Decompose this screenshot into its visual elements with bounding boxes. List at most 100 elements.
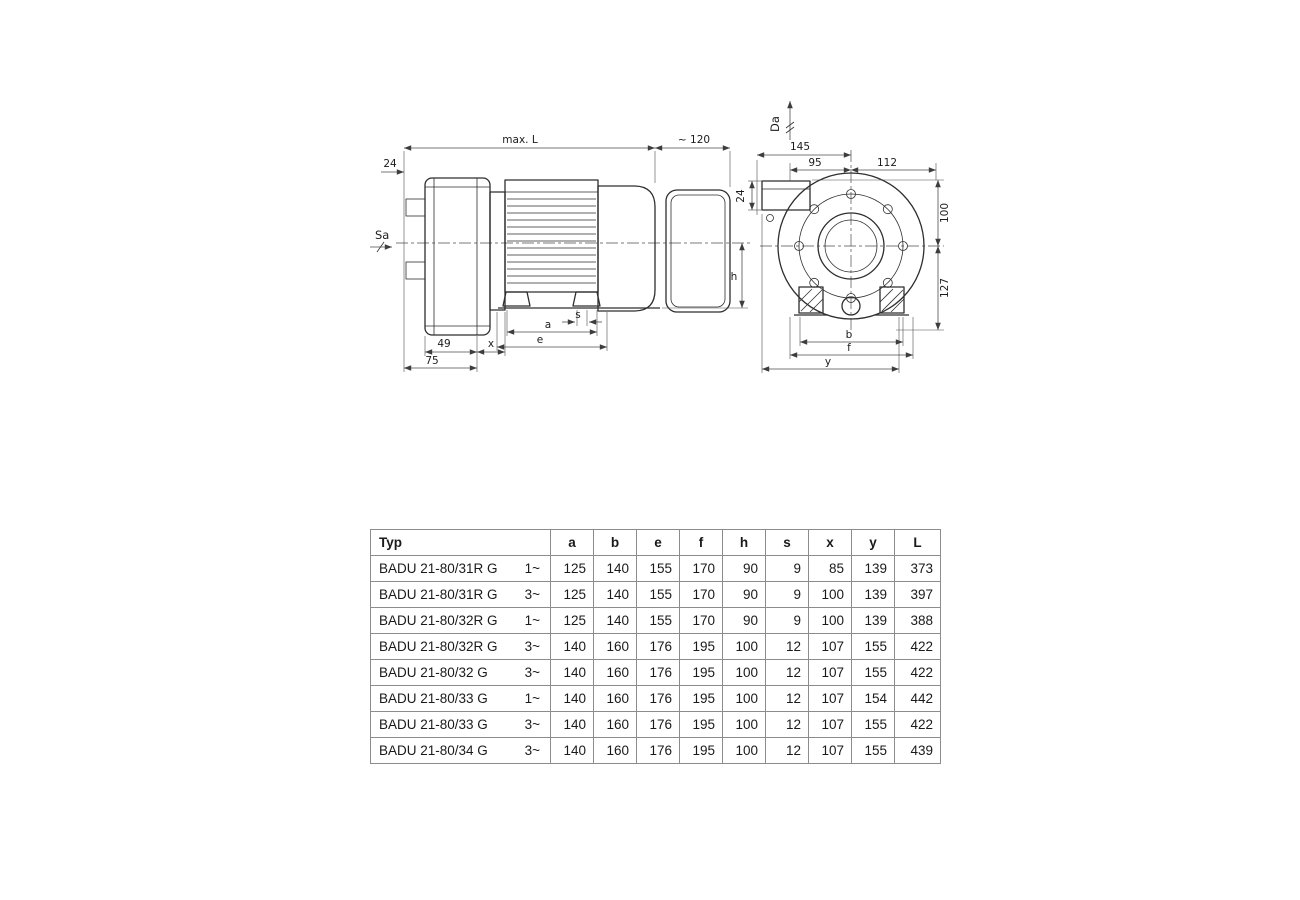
strainer-housing — [424, 177, 491, 336]
table-cell: 12 — [765, 737, 809, 764]
table-cell-typ: BADU 21-80/32 G 3~ — [370, 659, 551, 686]
table-cell: 422 — [894, 659, 941, 686]
table-cell: 195 — [679, 685, 723, 712]
table-cell: 155 — [851, 633, 895, 660]
column-header-s: s — [765, 529, 809, 556]
dim-label-s: s — [575, 309, 580, 321]
suction-port-inner — [824, 219, 878, 273]
table-cell: 100 — [722, 711, 766, 738]
table-cell-typ: BADU 21-80/33 G 1~ — [370, 685, 551, 712]
column-header-x: x — [808, 529, 852, 556]
table-row: BADU 21-80/31R G 3~ 125 140 155 170 90 9… — [370, 581, 941, 608]
side-dimensions: max. L ~ 120 24 Sa 49 x 75 — [370, 134, 748, 372]
table-cell: 373 — [894, 555, 941, 582]
dim-label-h: h — [731, 271, 738, 283]
drain-plug — [841, 296, 861, 316]
table-cell: 100 — [808, 607, 852, 634]
motor-endbell — [597, 185, 656, 312]
front-view: Da 145 95 112 24 100 — [735, 101, 951, 373]
pump-type: BADU 21-80/31R G — [379, 587, 498, 602]
dim-label-127: 127 — [939, 278, 951, 298]
table-cell: 9 — [765, 607, 809, 634]
side-view: max. L ~ 120 24 Sa 49 x 75 — [370, 134, 750, 372]
dimension-table: Typ a b e f h s x y L BADU 21-80/31R G 1… — [370, 529, 941, 764]
table-cell: 140 — [550, 659, 594, 686]
table-cell: 107 — [808, 685, 852, 712]
table-cell: 176 — [636, 737, 680, 764]
phase: 1~ — [524, 613, 540, 628]
table-cell: 170 — [679, 581, 723, 608]
table-cell: 397 — [894, 581, 941, 608]
table-cell: 107 — [808, 659, 852, 686]
table-cell: 140 — [550, 633, 594, 660]
table-row: BADU 21-80/32 G 3~ 140 160 176 195 100 1… — [370, 659, 941, 686]
table-cell: 12 — [765, 711, 809, 738]
dim-label-75: 75 — [425, 355, 438, 367]
table-cell: 100 — [722, 633, 766, 660]
table-cell: 125 — [550, 607, 594, 634]
table-cell: 155 — [851, 737, 895, 764]
phase: 1~ — [524, 561, 540, 576]
table-cell: 139 — [851, 555, 895, 582]
lantern-flange — [489, 191, 506, 311]
table-cell: 107 — [808, 737, 852, 764]
table-cell: 154 — [851, 685, 895, 712]
table-cell: 85 — [808, 555, 852, 582]
bolt-circle — [798, 193, 904, 299]
table-row: BADU 21-80/32R G 1~ 125 140 155 170 90 9… — [370, 607, 941, 634]
table-cell: 160 — [593, 659, 637, 686]
table-cell: 125 — [550, 581, 594, 608]
dim-label-e: e — [537, 334, 543, 346]
dim-label-x: x — [488, 338, 494, 350]
volute-housing — [777, 172, 925, 320]
column-header-e: e — [636, 529, 680, 556]
strainer-housing-lines — [425, 178, 490, 335]
table-cell: 170 — [679, 607, 723, 634]
table-cell-typ: BADU 21-80/31R G 3~ — [370, 581, 551, 608]
table-cell-typ: BADU 21-80/31R G 1~ — [370, 555, 551, 582]
table-cell: 176 — [636, 711, 680, 738]
table-row: BADU 21-80/31R G 1~ 125 140 155 170 90 9… — [370, 555, 941, 582]
table-row: BADU 21-80/32R G 3~ 140 160 176 195 100 … — [370, 633, 941, 660]
table-cell: 195 — [679, 633, 723, 660]
table-row: BADU 21-80/33 G 1~ 140 160 176 195 100 1… — [370, 685, 941, 712]
table-cell: 9 — [765, 581, 809, 608]
table-cell: 195 — [679, 659, 723, 686]
table-cell: 160 — [593, 737, 637, 764]
dim-label-24-front: 24 — [735, 189, 747, 203]
pump-type: BADU 21-80/31R G — [379, 561, 498, 576]
table-cell: 176 — [636, 659, 680, 686]
table-cell: 176 — [636, 685, 680, 712]
table-row: BADU 21-80/34 G 3~ 140 160 176 195 100 1… — [370, 737, 941, 764]
motor-feet — [498, 291, 660, 309]
dim-label-95: 95 — [808, 157, 821, 169]
table-cell: 155 — [851, 711, 895, 738]
table-cell: 195 — [679, 737, 723, 764]
pump-feet — [794, 286, 909, 316]
table-cell: 100 — [722, 685, 766, 712]
phase: 3~ — [524, 639, 540, 654]
dim-label-112: 112 — [877, 157, 897, 169]
table-header-row: Typ a b e f h s x y L — [370, 529, 941, 556]
table-cell: 100 — [722, 659, 766, 686]
dim-label-100: 100 — [939, 203, 951, 223]
column-header-a: a — [550, 529, 594, 556]
table-cell: 12 — [765, 685, 809, 712]
table-cell: 12 — [765, 633, 809, 660]
pump-dimensional-drawing: max. L ~ 120 24 Sa 49 x 75 — [370, 101, 951, 373]
pump-type: BADU 21-80/34 G — [379, 743, 488, 758]
table-cell: 155 — [636, 607, 680, 634]
table-cell: 90 — [722, 607, 766, 634]
dim-label-145: 145 — [790, 141, 810, 153]
dim-label-a: a — [545, 319, 551, 331]
table-cell: 100 — [722, 737, 766, 764]
table-cell: 155 — [636, 581, 680, 608]
table-cell: 422 — [894, 711, 941, 738]
table-cell: 388 — [894, 607, 941, 634]
table-cell: 107 — [808, 711, 852, 738]
table-cell: 139 — [851, 607, 895, 634]
pump-type: BADU 21-80/33 G — [379, 717, 488, 732]
pump-type: BADU 21-80/33 G — [379, 691, 488, 706]
suction-direction-label: Sa — [375, 228, 389, 242]
